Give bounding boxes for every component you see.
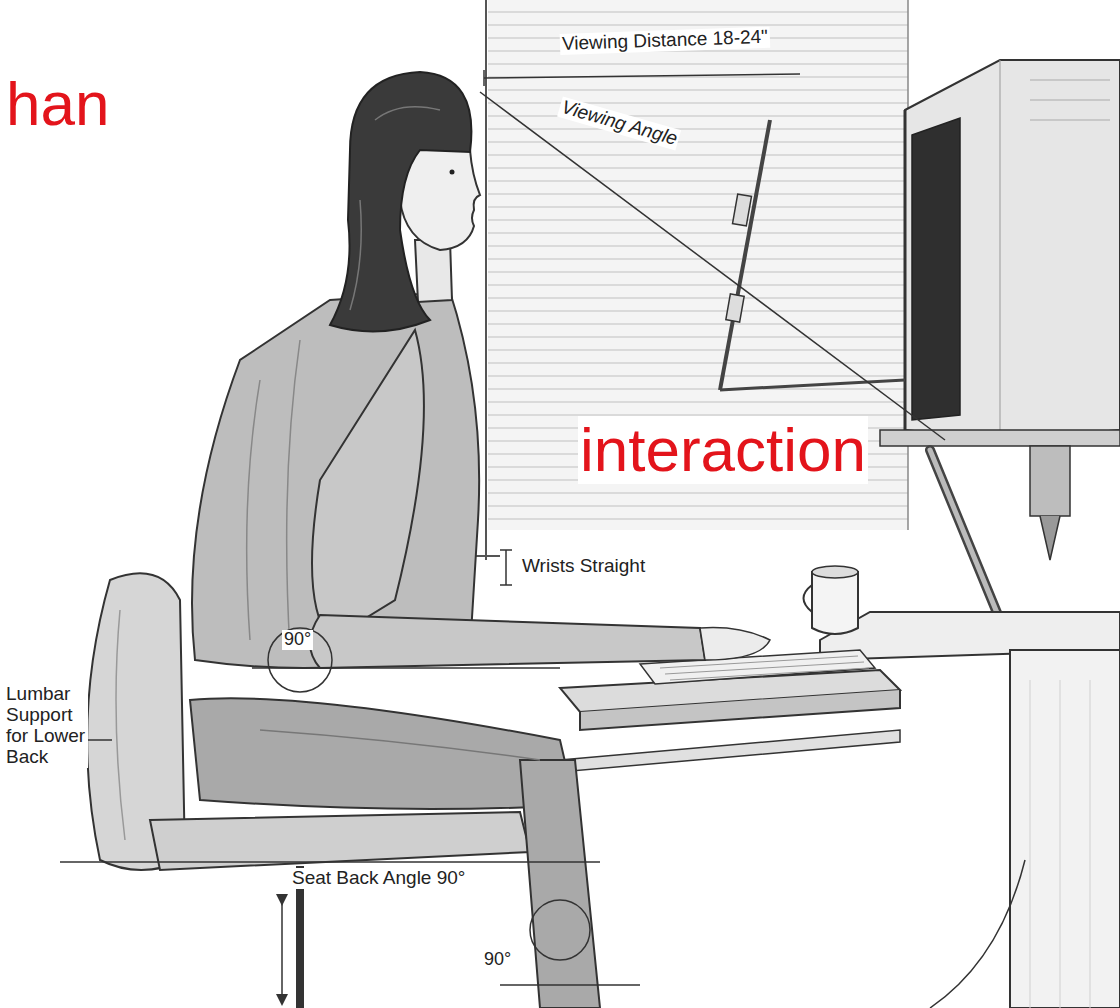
posture-note: Wrists Straight	[520, 556, 647, 577]
window-frame	[476, 555, 500, 557]
title-word: interaction	[578, 416, 868, 484]
angle-label: 90°	[482, 950, 513, 970]
angle-label: 90°	[282, 630, 313, 650]
title-fragment: han	[4, 70, 111, 138]
keyboard-tray	[560, 650, 900, 772]
angle-label: Viewing Angle	[557, 96, 681, 150]
monitor-arm	[930, 450, 1040, 635]
dimension-lines	[60, 70, 1025, 1008]
window-blinds	[488, 0, 908, 530]
monitor	[880, 60, 1120, 560]
angle-label: Seat Back Angle 90°	[290, 868, 467, 889]
document-holder	[720, 120, 905, 390]
seated-woman	[190, 72, 770, 1008]
window-frame	[485, 0, 487, 560]
posture-note: Lumbar Support for Lower Back	[4, 684, 88, 768]
coffee-mug	[804, 566, 859, 634]
dimension-label: Viewing Distance 18-24"	[560, 27, 771, 55]
